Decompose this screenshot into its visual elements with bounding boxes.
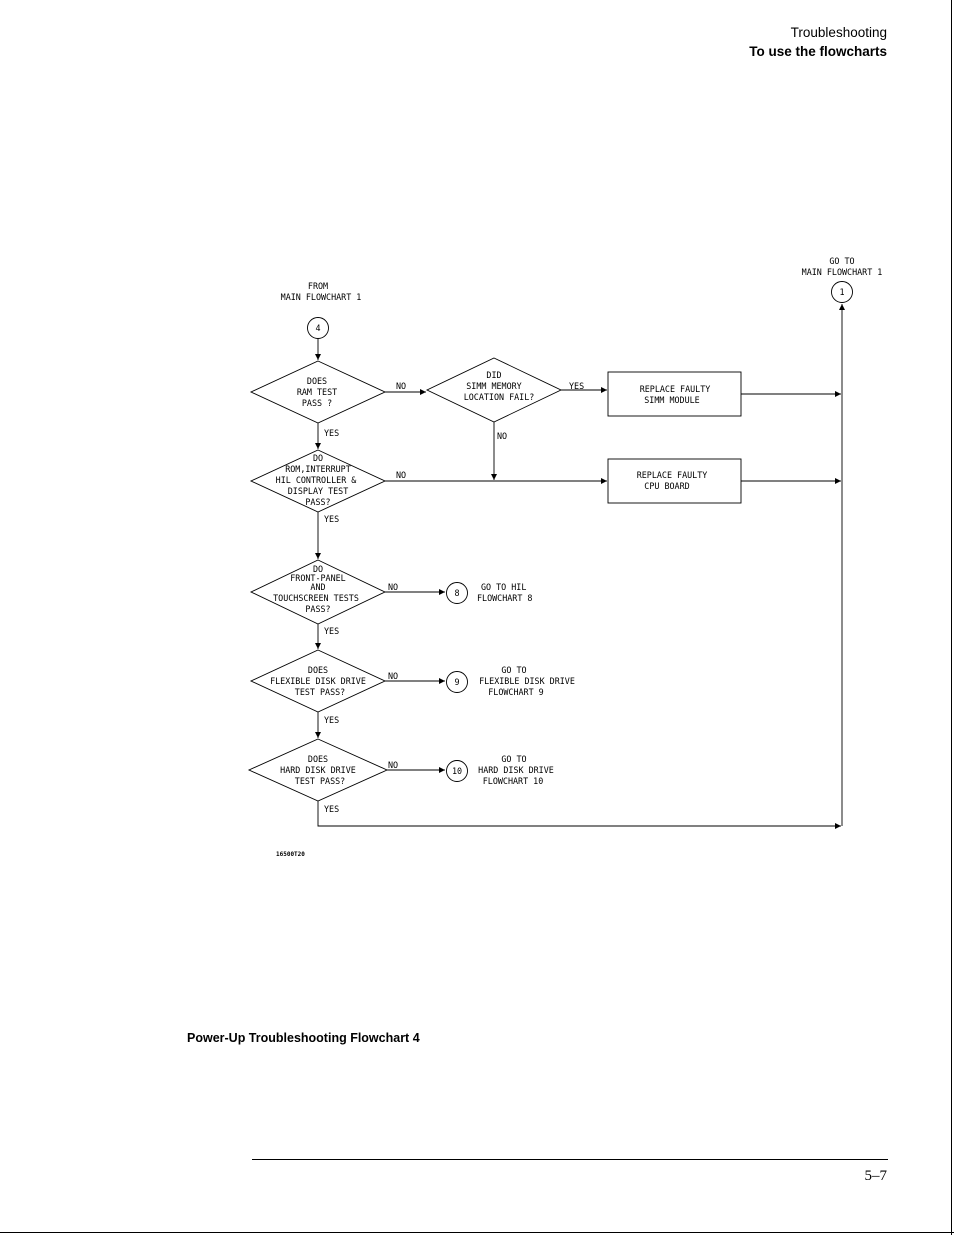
figure-caption: Power-Up Troubleshooting Flowchart 4: [187, 1031, 420, 1045]
edge-label-hard-yes: YES: [324, 804, 339, 814]
process-simm-box: [607, 371, 742, 417]
goto-flex-line-2: FLEXIBLE DISK DRIVE: [479, 676, 575, 686]
front-decision-line-4: TOUCHSCREEN TESTS: [273, 593, 359, 603]
simm-decision-line-3: LOCATION FAIL?: [464, 392, 535, 402]
front-decision-line-3: AND: [310, 582, 325, 592]
process-simm-line-2: SIMM MODULE: [644, 395, 699, 405]
connector-flex-circle: [446, 671, 468, 693]
simm-decision-line-1: DID: [486, 370, 501, 380]
goto-hil-line-1: GO TO HIL: [481, 582, 526, 592]
header-title: To use the flowcharts: [749, 44, 887, 59]
connector-main-circle: [831, 281, 853, 303]
rom-decision-line-5: PASS?: [305, 497, 330, 507]
goto-main-label-line-2: MAIN FLOWCHART 1: [802, 267, 883, 277]
connector-hard-circle: [446, 760, 468, 782]
goto-hil-line-2: FLOWCHART 8: [477, 593, 532, 603]
edge-label-ram-no: NO: [396, 381, 406, 391]
connector-hil-circle: [446, 582, 468, 604]
figure-id: 16500T20: [276, 851, 305, 858]
goto-flex-line-3: FLOWCHART 9: [488, 687, 543, 697]
front-decision-line-1: DO: [313, 564, 323, 574]
flex-decision-line-3: TEST PASS?: [295, 687, 345, 697]
edge-label-hard-no: NO: [388, 760, 398, 770]
rom-decision-line-1: DO: [313, 453, 323, 463]
rom-decision-line-3: HIL CONTROLLER &: [276, 475, 357, 485]
header-section: Troubleshooting: [790, 25, 887, 40]
flex-decision-line-1: DOES: [308, 665, 328, 675]
page-number: 5–7: [864, 1168, 888, 1184]
connector-start-label: 4: [315, 323, 320, 333]
connector-main-label: 1: [839, 287, 844, 297]
footer-rule: [252, 1159, 888, 1160]
goto-hard-line-3: FLOWCHART 10: [483, 776, 544, 786]
ram-decision-line-3: PASS ?: [302, 398, 332, 408]
rom-decision-line-4: DISPLAY TEST: [288, 486, 349, 496]
ram-decision-line-1: DOES: [307, 376, 327, 386]
from-label-line-1: FROM: [308, 281, 328, 291]
process-simm-line-1: REPLACE FAULTY: [640, 384, 711, 394]
edge-label-front-yes: YES: [324, 626, 339, 636]
edge-label-ram-yes: YES: [324, 428, 339, 438]
edge-label-flex-yes: YES: [324, 715, 339, 725]
simm-decision-line-2: SIMM MEMORY: [466, 381, 521, 391]
rom-decision-line-2: ROM,INTERRUPT: [285, 464, 351, 474]
flex-decision-line-2: FLEXIBLE DISK DRIVE: [270, 676, 366, 686]
edge-label-simm-no: NO: [497, 431, 507, 441]
hard-decision-line-3: TEST PASS?: [295, 776, 345, 786]
page-border-right: [951, 0, 952, 1235]
goto-hard-line-2: HARD DISK DRIVE: [478, 765, 554, 775]
front-decision-line-2: FRONT-PANEL: [290, 573, 345, 583]
goto-main-label-line-1: GO TO: [829, 256, 854, 266]
connector-start-circle: [307, 317, 329, 339]
process-cpu-line-2: CPU BOARD: [644, 481, 689, 491]
hard-decision-line-1: DOES: [308, 754, 328, 764]
edge-label-front-no: NO: [388, 582, 398, 592]
edge-label-flex-no: NO: [388, 671, 398, 681]
ram-decision-line-2: RAM TEST: [297, 387, 337, 397]
hard-decision-line-2: HARD DISK DRIVE: [280, 765, 356, 775]
goto-flex-line-1: GO TO: [501, 665, 526, 675]
connector-hard-label: 10: [452, 766, 462, 776]
process-cpu-line-1: REPLACE FAULTY: [637, 470, 708, 480]
edge-label-rom-yes: YES: [324, 514, 339, 524]
goto-hard-line-1: GO TO: [501, 754, 526, 764]
edge-label-simm-yes: YES: [569, 381, 584, 391]
connector-flex-label: 9: [454, 677, 459, 687]
front-decision-line-5: PASS?: [305, 604, 330, 614]
edge-label-rom-no: NO: [396, 470, 406, 480]
page-border-bottom: [0, 1232, 954, 1233]
connector-hil-label: 8: [454, 588, 459, 598]
from-label-line-2: MAIN FLOWCHART 1: [281, 292, 362, 302]
